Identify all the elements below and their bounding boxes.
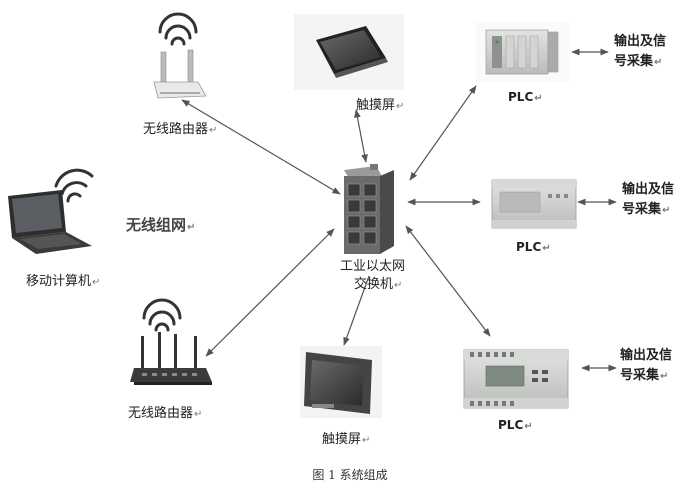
ethernet-switch-icon [344, 164, 394, 254]
plc-3-label: PLC↵ [498, 418, 533, 432]
laptop-label: 移动计算机↵ [26, 274, 101, 289]
wireless-router-top-icon [153, 12, 207, 99]
plc-1-icon [476, 22, 570, 82]
laptop-icon [8, 168, 94, 254]
link-touch-bottom [343, 275, 370, 346]
link-router-bottom [205, 228, 335, 357]
link-touch-top [354, 109, 368, 163]
plc-3-icon [463, 349, 569, 409]
link-router-top [181, 99, 341, 195]
connector-lines [181, 48, 617, 372]
signal-label-1: 输出及信 号采集↵ [614, 34, 667, 69]
touch-screen-bottom-icon [300, 346, 382, 418]
link-plc-3 [405, 225, 491, 337]
plc-2-label: PLC↵ [516, 240, 551, 254]
figure-caption: 图 1 系统组成 [312, 468, 388, 482]
touch-screen-top-icon [294, 14, 404, 90]
switch-label-line2: 交换机↵ [354, 277, 403, 292]
switch-label-line1: 工业以太网 [340, 259, 406, 274]
signal-label-2: 输出及信 号采集↵ [622, 182, 675, 217]
signal-label-3: 输出及信 号采集↵ [620, 348, 673, 383]
touch-bottom-label: 触摸屏↵ [322, 432, 371, 447]
link-plc-1 [409, 85, 477, 181]
plc-1-label: PLC↵ [508, 90, 543, 104]
router-bottom-label: 无线路由器↵ [128, 406, 203, 421]
switch-label: 工业以太网 交换机↵ [340, 258, 405, 295]
network-label: 无线组网↵ [126, 216, 196, 234]
router-top-label: 无线路由器↵ [143, 122, 218, 137]
touch-top-label: 触摸屏↵ [356, 98, 405, 113]
wireless-router-bottom-icon [130, 298, 212, 385]
plc-2-icon [491, 179, 577, 229]
